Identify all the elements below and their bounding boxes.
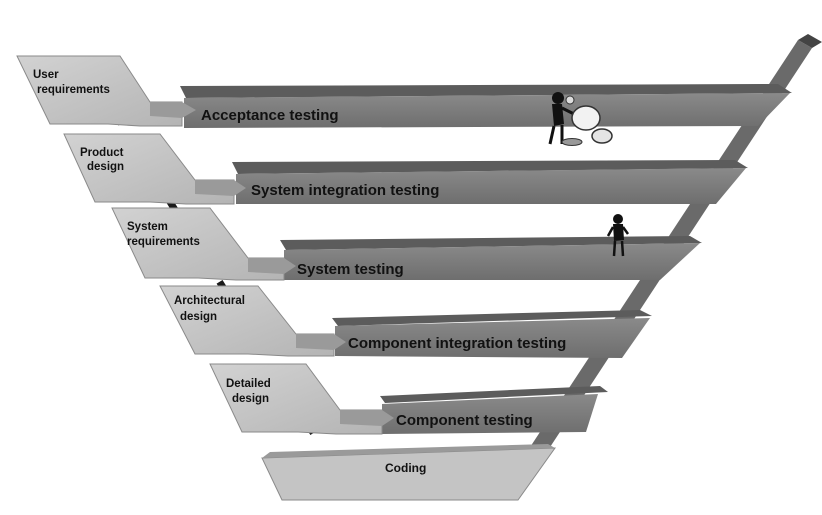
design-stage-system-requirements: System requirements bbox=[111, 207, 296, 281]
design-stage-label-line2: design bbox=[180, 311, 217, 323]
design-stage-label-line2: requirements bbox=[127, 236, 200, 248]
test-stage-label: System integration testing bbox=[251, 182, 439, 199]
person-pushing-cart-icon bbox=[548, 92, 613, 146]
design-stage-label-line1: Product bbox=[80, 147, 124, 159]
test-stage-system-testing: System testing bbox=[280, 236, 702, 280]
test-stage-component-testing: Component testing bbox=[380, 386, 608, 434]
person-standing-icon bbox=[606, 214, 630, 257]
design-stage-label-line1: System bbox=[127, 221, 168, 233]
design-stage-user-requirements: User requirements bbox=[16, 55, 196, 127]
design-stage-product-design: Product design bbox=[63, 133, 246, 205]
test-stage-system-integration-testing: System integration testing bbox=[232, 160, 748, 204]
test-stage-label: Component testing bbox=[396, 412, 533, 429]
design-stage-detailed-design: Detailed design bbox=[209, 363, 394, 435]
design-stage-architectural-design: Architectural design bbox=[159, 285, 346, 357]
design-stage-label-line2: design bbox=[87, 161, 124, 173]
design-stage-label-line2: design bbox=[232, 393, 269, 405]
design-stage-label-line2: requirements bbox=[37, 84, 110, 96]
test-stage-component-integration-testing: Component integration testing bbox=[332, 310, 652, 358]
coding-block: Coding bbox=[261, 444, 556, 501]
test-stage-label: Component integration testing bbox=[348, 335, 566, 352]
test-stage-acceptance-testing: Acceptance testing bbox=[180, 84, 792, 128]
design-stage-label-line1: User bbox=[33, 69, 59, 81]
design-stage-label-line1: Detailed bbox=[226, 378, 271, 390]
design-stage-label-line1: Architectural bbox=[174, 295, 245, 307]
test-stage-label: Acceptance testing bbox=[201, 107, 339, 124]
test-stage-label: System testing bbox=[297, 261, 404, 278]
coding-label: Coding bbox=[385, 461, 426, 475]
